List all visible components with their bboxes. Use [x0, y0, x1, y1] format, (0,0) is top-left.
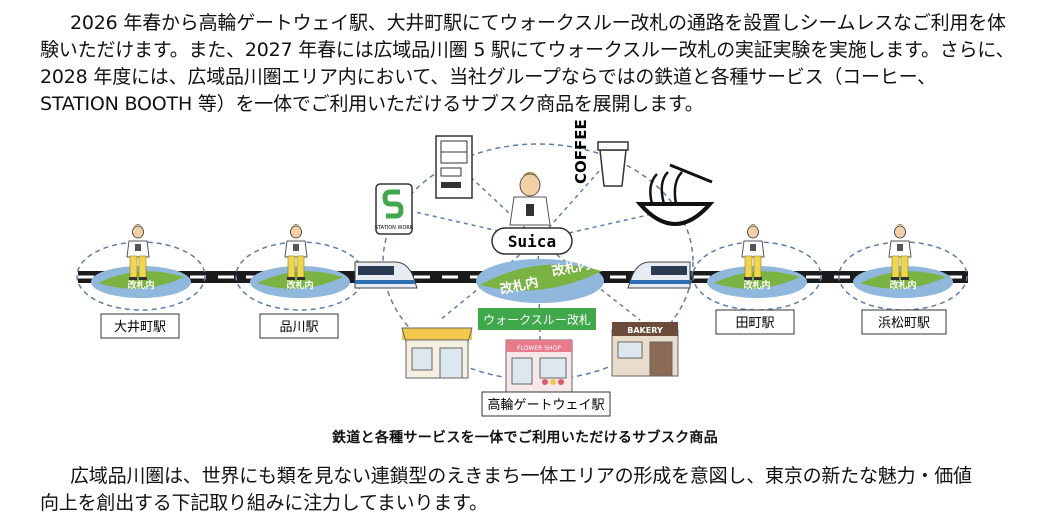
central-platform: 改札内 改札内: [476, 256, 604, 303]
train-left: [354, 261, 418, 289]
diagram-caption: 鉄道と各種サービスを一体でご利用いただけるサブスク商品: [331, 430, 719, 446]
platform-text: 改札内: [127, 279, 154, 291]
flower-shop-label: FLOWER SHOP: [517, 345, 561, 352]
platform-text: 改札内: [889, 279, 916, 291]
closing-line-2: 向上を創出する下記取り組みに注力してまいります。: [40, 492, 488, 514]
closing-paragraph: 広域品川圏は、世界にも類を見ない連鎖型のえきまち一体エリアの形成を意図し、東京の…: [40, 463, 1030, 517]
intro-line-2: 験いただけます。また、2027 年春には広域品川圏 5 駅にてウォークスルー改札…: [40, 39, 1015, 61]
station-platform-hamamatsucho: 改札内: [838, 223, 968, 311]
station-label-ooimachi: 大井町駅: [100, 313, 180, 339]
coffee-icon: COFFEE: [572, 119, 629, 187]
central-platform-text-2: 改札内: [550, 256, 591, 280]
bakery-icon: BAKERY: [611, 322, 679, 377]
service-area-circle: [382, 143, 694, 381]
intro-line-3: 2028 年度には、広域品川圏エリア内において、当社グループならではの鉄道と各種…: [40, 66, 936, 88]
station-platform-ooimachi: 改札内: [76, 223, 206, 311]
noodle-bowl-icon: [635, 163, 715, 226]
station-platform-tamachi: 改札内: [692, 223, 822, 311]
station-name: 浜松町駅: [878, 316, 930, 331]
closing-line-1: 広域品川圏は、世界にも類を見ない連鎖型のえきまち一体エリアの形成を意図し、東京の…: [70, 465, 972, 487]
station-work-label: STATION WORK: [375, 225, 414, 231]
shop-left-icon: [401, 327, 473, 379]
station-label-takanawa-gateway: 高輪ゲートウェイ駅: [481, 391, 611, 417]
platform-text: 改札内: [743, 279, 770, 291]
intro-line-4: STATION BOOTH 等）を一体でご利用いただけるサブスク商品を展開します…: [40, 93, 704, 115]
suica-label: Suica: [508, 232, 556, 251]
vending-machine-icon: [435, 135, 473, 199]
station-name: 大井町駅: [114, 320, 166, 335]
intro-paragraph: 2026 年春から高輪ゲートウェイ駅、大井町駅にてウォークスルー改札の通路を設置…: [40, 10, 1030, 118]
platform-text: 改札内: [286, 279, 313, 291]
station-label-hamamatsucho: 浜松町駅: [861, 309, 947, 335]
suica-badge: Suica: [491, 227, 573, 255]
station-work-icon: STATION WORK: [375, 183, 414, 235]
station-label-tamachi: 田町駅: [715, 309, 795, 335]
bakery-label: BAKERY: [627, 326, 663, 335]
station-name: 品川駅: [279, 320, 318, 335]
train-right: [627, 261, 691, 289]
intro-line-1: 2026 年春から高輪ゲートウェイ駅、大井町駅にてウォークスルー改札の通路を設置…: [70, 12, 1006, 34]
gate-label: ウォークスルー改札: [483, 313, 591, 327]
coffee-label: COFFEE: [572, 119, 590, 184]
station-platform-shinagawa: 改札内: [235, 223, 365, 311]
center-station-name: 高輪ゲートウェイ駅: [487, 397, 604, 413]
flower-shop-icon: FLOWER SHOP: [505, 339, 573, 393]
station-name: 田町駅: [735, 316, 774, 331]
station-label-shinagawa: 品川駅: [259, 313, 339, 339]
walkthrough-gate-label: ウォークスルー改札: [478, 308, 596, 330]
central-platform-text-1: 改札内: [498, 274, 539, 298]
central-person: [509, 172, 551, 226]
